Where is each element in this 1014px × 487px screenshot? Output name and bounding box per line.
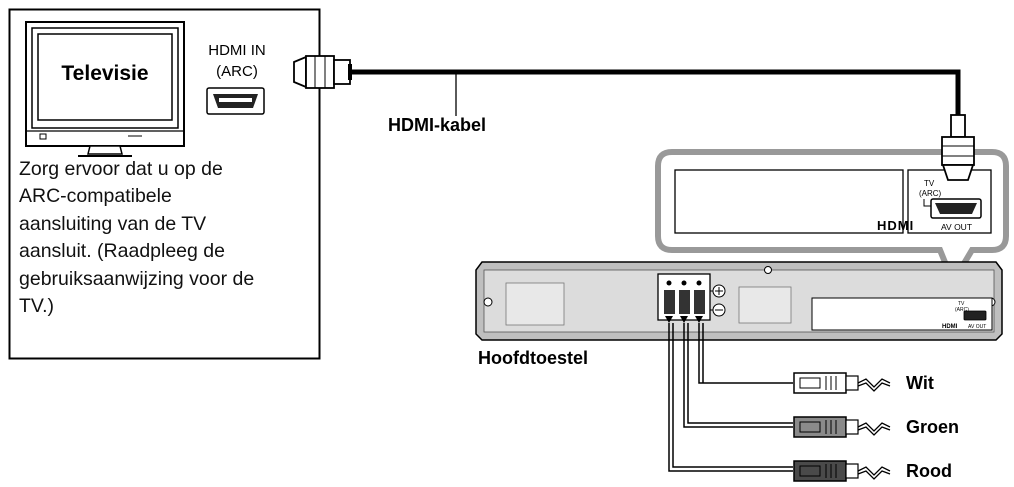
main-unit-label: Hoofdtoestel — [478, 348, 588, 368]
speaker-plug-red-icon — [793, 460, 891, 482]
tv-arc-instruction-note: Zorg ervoor dat u op de ARC-compatibele … — [19, 158, 255, 318]
main-unit-rear-panel — [475, 261, 1003, 341]
zoom-tv-label: TV — [924, 179, 935, 188]
tv-hdmi-port-label-line1: HDMI IN — [208, 42, 266, 59]
zoom-av-out-label: AV OUT — [941, 222, 972, 232]
speaker-label-green: Groen — [906, 417, 959, 437]
hdmi-plug-unit-side-icon — [941, 114, 975, 181]
zoom-port-bracket — [923, 199, 931, 207]
hdmi-cable-label: HDMI-kabel — [388, 115, 486, 135]
hdmi-plug-tv-side-icon — [293, 55, 352, 89]
speaker-label-white: Wit — [906, 373, 934, 393]
speaker-wires — [668, 323, 793, 472]
zoom-arc-label: (ARC) — [919, 189, 942, 198]
tv-hdmi-port-icon — [206, 87, 265, 115]
speaker-plug-white-icon — [793, 372, 891, 394]
television-icon — [25, 21, 185, 157]
small-arc-label: (ARC) — [955, 307, 969, 313]
zoom-hdmi-logo: HDMI — [877, 218, 914, 233]
small-av-out-label: AV OUT — [968, 324, 986, 330]
small-tv-label: TV — [958, 301, 965, 307]
small-hdmi-logo: HDMI — [942, 324, 958, 330]
zoom-hdmi-port-icon — [930, 198, 982, 219]
tv-hdmi-port-label-line2: (ARC) — [216, 63, 258, 80]
small-hdmi-port-icon — [963, 310, 987, 321]
tv-screen-label: Televisie — [61, 62, 148, 85]
hdmi-cable-line — [350, 69, 961, 117]
speaker-label-red: Rood — [906, 461, 952, 481]
speaker-terminal-block — [657, 273, 711, 323]
zoom-panel-left-slot — [674, 169, 904, 234]
plus-minus-symbols — [710, 284, 726, 317]
speaker-plug-green-icon — [793, 416, 891, 438]
